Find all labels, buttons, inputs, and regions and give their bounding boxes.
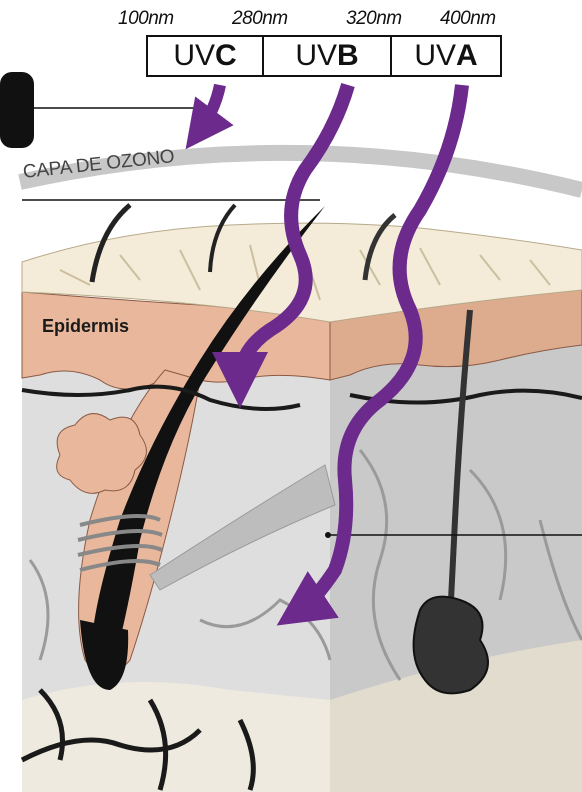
uvc-arrow xyxy=(200,85,220,130)
uva-band: UVA xyxy=(390,35,502,77)
wavelength-label-100: 100nm xyxy=(118,8,174,30)
fat-layer xyxy=(22,682,330,792)
epidermis-label: Epidermis xyxy=(42,316,129,337)
uvb-letter: B xyxy=(337,39,359,72)
sweat-gland xyxy=(414,597,488,694)
wavelength-label-320: 320nm xyxy=(346,8,402,30)
uvb-prefix: UV xyxy=(295,39,337,72)
wavelength-label-400: 400nm xyxy=(440,8,496,30)
uvc-letter: C xyxy=(215,39,237,72)
uva-letter: A xyxy=(456,39,478,72)
wavelength-label-280: 280nm xyxy=(232,8,288,30)
uvb-band: UVB xyxy=(262,35,392,77)
uva-prefix: UV xyxy=(414,39,456,72)
uvc-prefix: UV xyxy=(173,39,215,72)
left-dark-tab xyxy=(0,72,34,148)
uvc-band: UVC xyxy=(146,35,264,77)
leader-dot xyxy=(325,532,331,538)
